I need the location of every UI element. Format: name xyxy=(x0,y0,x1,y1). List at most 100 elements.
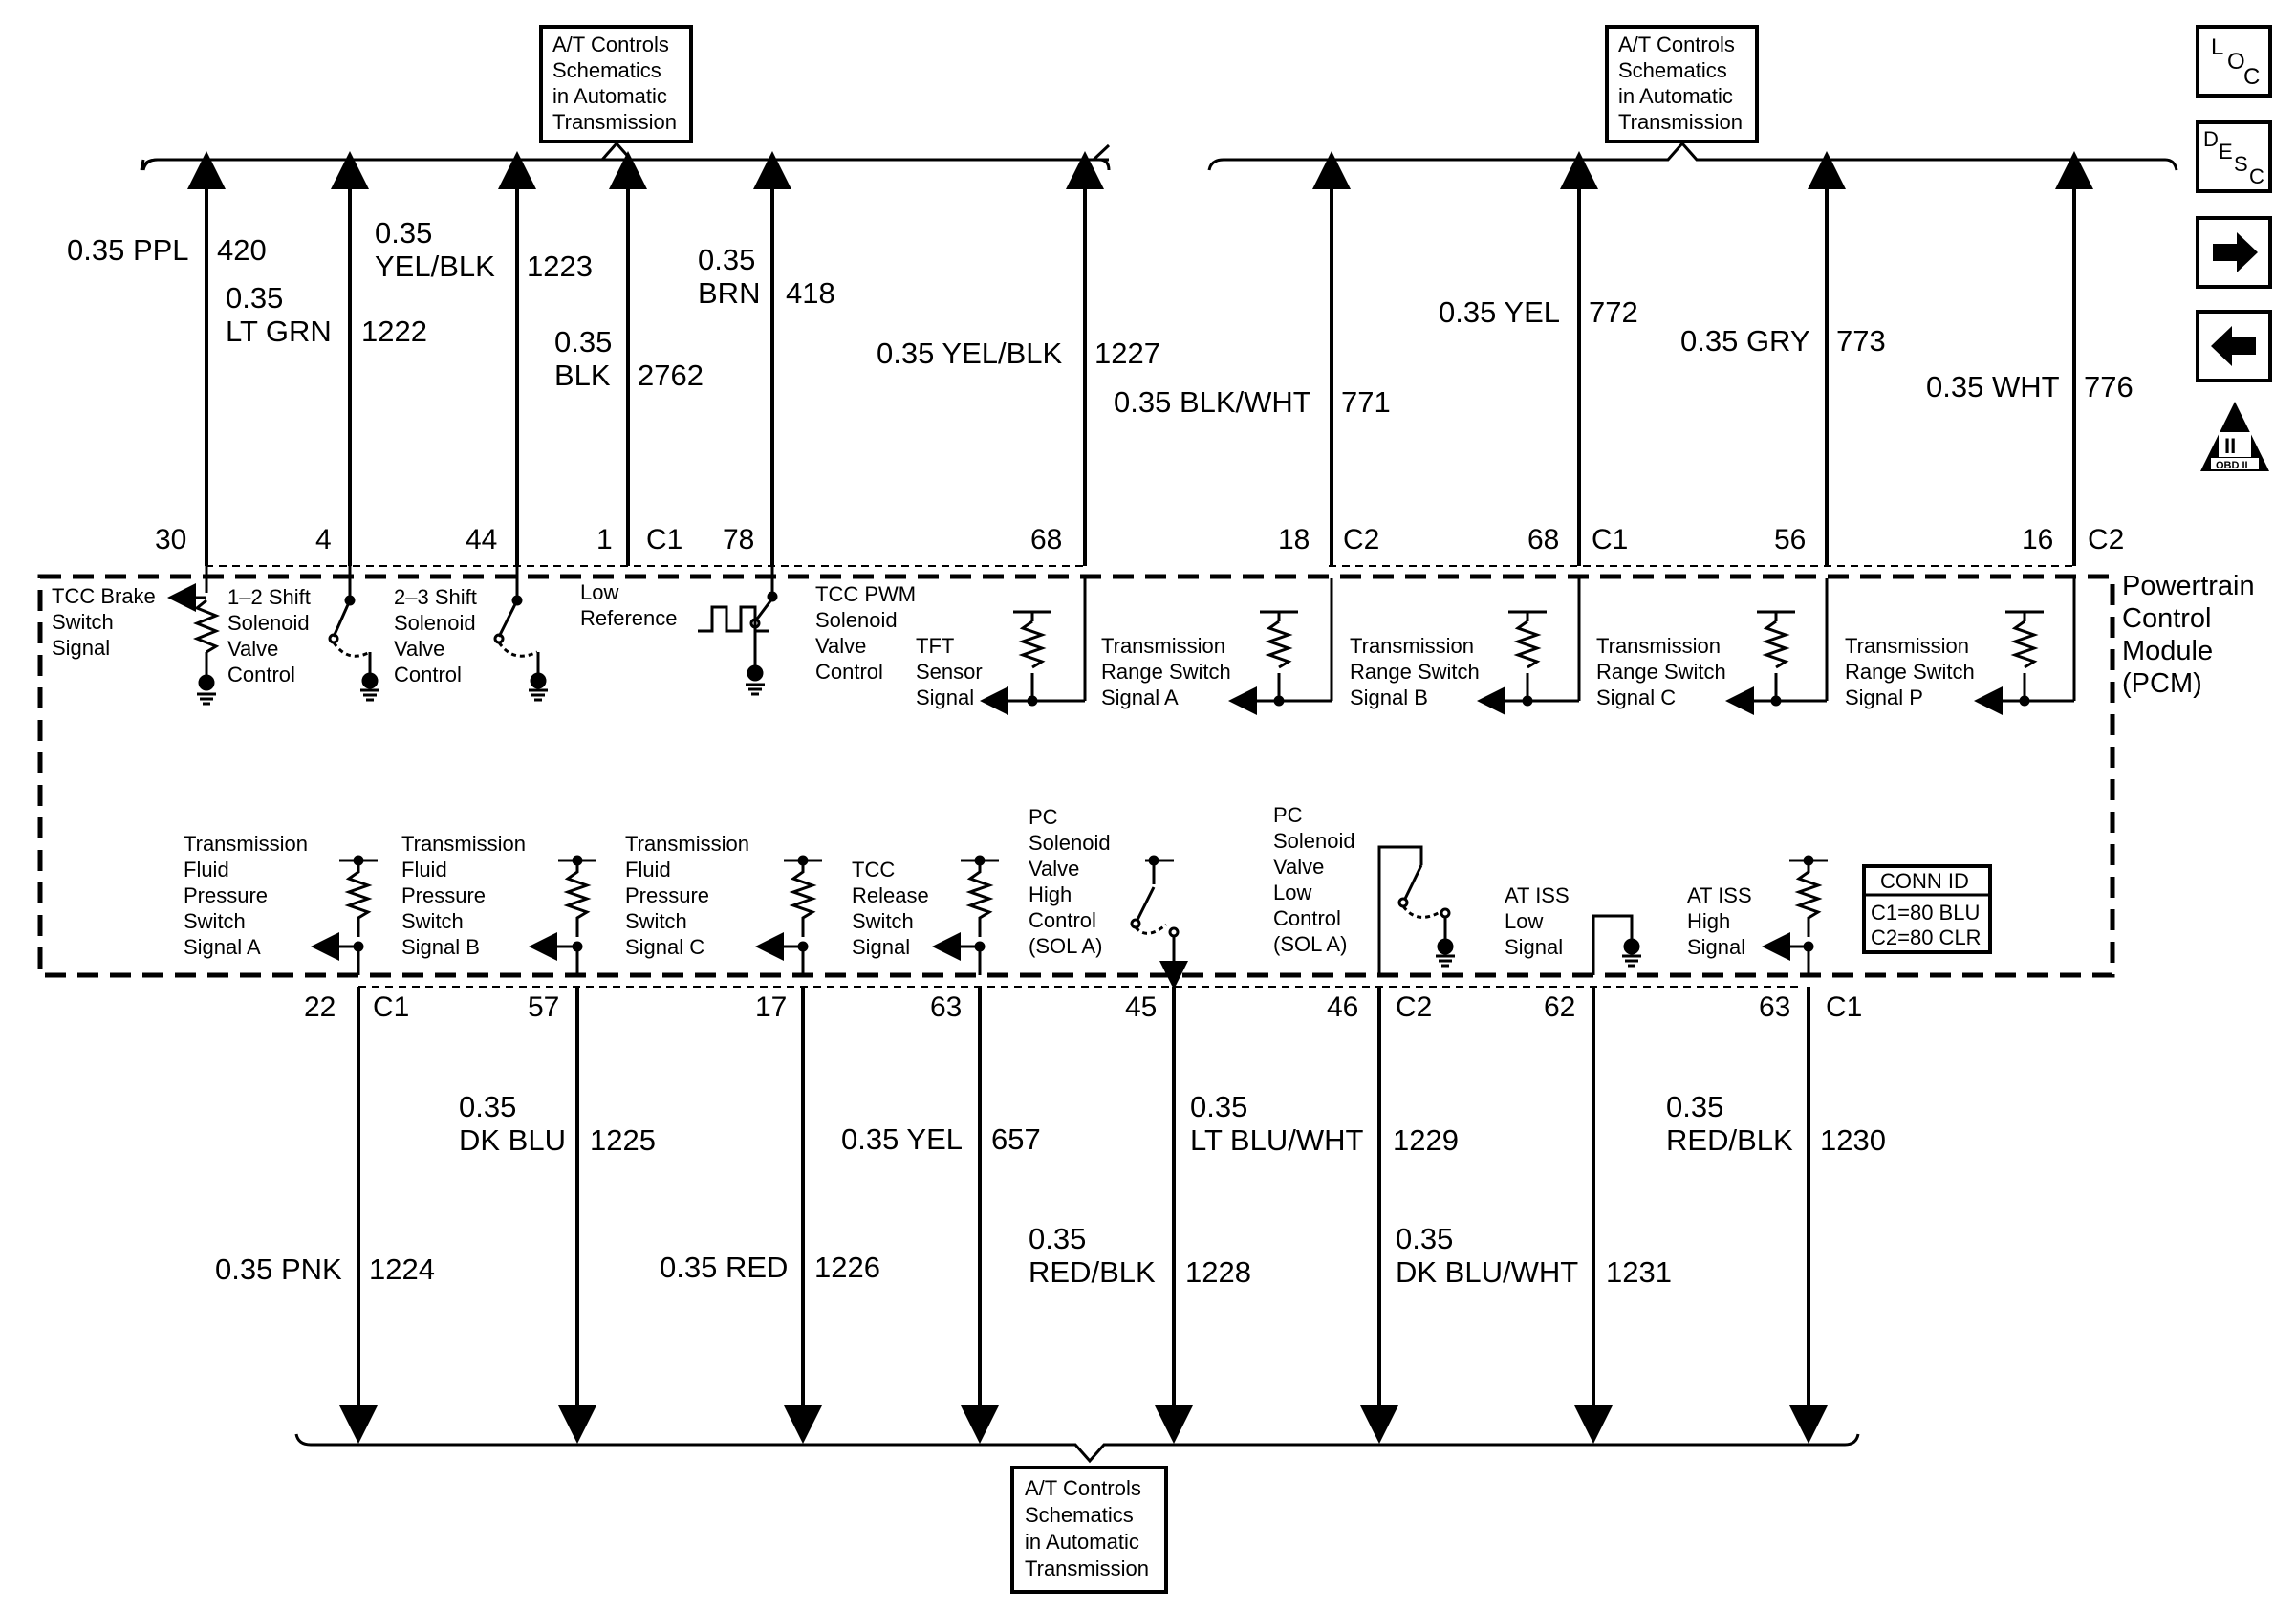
ref-box-top-right[interactable]: A/T Controls Schematics in Automatic Tra… xyxy=(1605,25,1759,143)
circuit-number: 1225 xyxy=(590,1123,656,1157)
pcm-title: Powertrain Control Module (PCM) xyxy=(2122,571,2255,699)
circuit-number: 420 xyxy=(217,233,267,267)
bottom-wire-1230[interactable]: 63 C1 0.35 RED/BLK 1230 xyxy=(1666,987,1886,1444)
component-label: Signal xyxy=(52,636,110,660)
top-wire-771[interactable]: 0.35 BLK/WHT 771 18 C2 xyxy=(1114,151,1391,566)
pcm-title-line: Module xyxy=(2122,636,2213,666)
top-wire-1223[interactable]: 0.35 YEL/BLK 1223 44 xyxy=(375,151,593,566)
top-wire-418[interactable]: 0.35 BRN 418 78 xyxy=(698,151,835,566)
pin-number: 4 xyxy=(315,524,332,555)
component-label: (SOL A) xyxy=(1029,934,1102,958)
next-page-arrow-icon[interactable] xyxy=(2196,216,2272,289)
ref-box-line: Schematics xyxy=(1618,58,1727,82)
bottom-wire-1231[interactable]: 62 0.35 DK BLU/WHT 1231 xyxy=(1396,987,1672,1444)
ref-box-line: A/T Controls xyxy=(1025,1476,1141,1500)
range-switch-b xyxy=(1477,578,1581,715)
component-label: Valve xyxy=(394,637,444,661)
ref-box-line: Transmission xyxy=(1025,1557,1149,1580)
component-label: TFT xyxy=(916,634,954,658)
bottom-wire-1224[interactable]: 22 C1 0.35 PNK 1224 xyxy=(215,987,435,1444)
circuit-number: 772 xyxy=(1589,295,1638,329)
pin-number: 68 xyxy=(1030,524,1062,555)
circuit-number: 1229 xyxy=(1393,1123,1459,1157)
top-wire-1222[interactable]: 0.35 LT GRN 1222 4 xyxy=(226,151,427,566)
component-label: Switch xyxy=(625,909,687,933)
pc-solenoid-low xyxy=(1377,845,1455,975)
bottom-wire-1229[interactable]: 46 C2 0.35 LT BLU/WHT 1229 xyxy=(1190,987,1459,1444)
conn-id-c1: C1=80 BLU xyxy=(1871,901,1980,925)
wire-size: 0.35 GRY xyxy=(1680,324,1810,358)
component-label: TCC Brake xyxy=(52,584,156,608)
ref-box-bottom[interactable]: A/T Controls Schematics in Automatic Tra… xyxy=(1010,1466,1168,1594)
ref-box-line: in Automatic xyxy=(552,84,667,108)
component-label: Signal P xyxy=(1845,686,1923,709)
obd-ii-icon[interactable]: II OBD II xyxy=(2200,402,2269,471)
ref-box-top-left[interactable]: A/T Controls Schematics in Automatic Tra… xyxy=(539,25,693,143)
component-label: Switch xyxy=(52,610,114,634)
svg-text:S: S xyxy=(2234,152,2248,176)
component-label: Range Switch xyxy=(1845,660,1975,684)
wire-size: 0.35 YEL xyxy=(1439,295,1560,329)
circuit-number: 1224 xyxy=(369,1252,435,1286)
wire-size: 0.35 YEL/BLK xyxy=(877,337,1063,370)
component-label: Signal C xyxy=(625,935,704,959)
component-label: Signal A xyxy=(1101,686,1179,709)
component-label: Control xyxy=(815,660,883,684)
component-label: Pressure xyxy=(401,883,486,907)
svg-text:E: E xyxy=(2219,140,2233,163)
wire-size: 0.35 WHT xyxy=(1926,370,2060,403)
fluid-pressure-switch-a xyxy=(311,855,378,975)
component-label: Control xyxy=(1273,906,1341,930)
top-wire-772[interactable]: 0.35 YEL 772 68 C1 xyxy=(1439,151,1638,566)
component-label: Signal xyxy=(916,686,974,709)
component-label: Range Switch xyxy=(1350,660,1480,684)
component-label: Transmission xyxy=(1350,634,1474,658)
tft-sensor xyxy=(980,578,1087,715)
component-label: Fluid xyxy=(401,858,447,882)
component-label: 2–3 Shift xyxy=(394,585,477,609)
shift-solenoid-1-2 xyxy=(328,566,379,702)
component-label: Valve xyxy=(227,637,278,661)
conn-id-box: CONN ID C1=80 BLU C2=80 CLR xyxy=(1862,864,1992,954)
component-label: Transmission xyxy=(1101,634,1225,658)
location-icon[interactable]: L O C xyxy=(2196,25,2272,98)
wire-size: 0.35 xyxy=(459,1090,516,1123)
pin-number: 22 xyxy=(304,991,336,1023)
component-label: Switch xyxy=(184,909,246,933)
wire-color: BRN xyxy=(698,276,760,310)
circuit-number: 1231 xyxy=(1606,1255,1672,1289)
circuit-number: 418 xyxy=(786,276,835,310)
top-wire-420[interactable]: 0.35 PPL 420 30 xyxy=(67,151,267,566)
component-label: Solenoid xyxy=(1029,831,1111,855)
bottom-wire-1228[interactable]: 45 0.35 RED/BLK 1228 xyxy=(1029,987,1251,1444)
top-wire-2762[interactable]: 0.35 BLK 2762 1 C1 xyxy=(554,151,704,566)
connector-id: C1 xyxy=(1826,991,1862,1023)
bracket-top-left xyxy=(140,141,1111,171)
component-label: Transmission xyxy=(1596,634,1721,658)
component-label: Reference xyxy=(580,606,678,630)
description-icon[interactable]: D E S C xyxy=(2196,120,2272,193)
ref-box-line: Transmission xyxy=(552,110,677,134)
component-label: Signal B xyxy=(401,935,480,959)
pin-number: 56 xyxy=(1774,524,1806,555)
previous-page-arrow-icon[interactable] xyxy=(2196,310,2272,382)
wire-size: 0.35 xyxy=(698,243,755,276)
component-label: TCC PWM xyxy=(815,582,916,606)
bottom-wire-1225[interactable]: 57 0.35 DK BLU 1225 xyxy=(459,987,656,1444)
component-label: Transmission xyxy=(184,832,308,856)
pin-number: 62 xyxy=(1544,991,1575,1023)
top-wire-773[interactable]: 0.35 GRY 773 56 xyxy=(1680,151,1886,566)
circuit-number: 2762 xyxy=(638,359,704,392)
bottom-wire-657[interactable]: 63 0.35 YEL 657 xyxy=(841,987,1041,1444)
top-wire-1227[interactable]: 0.35 YEL/BLK 1227 68 xyxy=(877,151,1160,566)
component-label: PC xyxy=(1273,803,1303,827)
pin-number: 63 xyxy=(930,991,962,1023)
top-wire-776[interactable]: 0.35 WHT 776 16 C2 xyxy=(1926,151,2134,566)
bottom-wire-1226[interactable]: 17 0.35 RED 1226 xyxy=(660,987,880,1444)
fluid-pressure-switch-c xyxy=(755,855,822,975)
component-label: Signal xyxy=(1687,935,1745,959)
pcm-title-line: Powertrain xyxy=(2122,571,2255,601)
svg-text:L: L xyxy=(2211,34,2223,60)
component-label: Release xyxy=(852,883,929,907)
pin-number: 63 xyxy=(1759,991,1790,1023)
